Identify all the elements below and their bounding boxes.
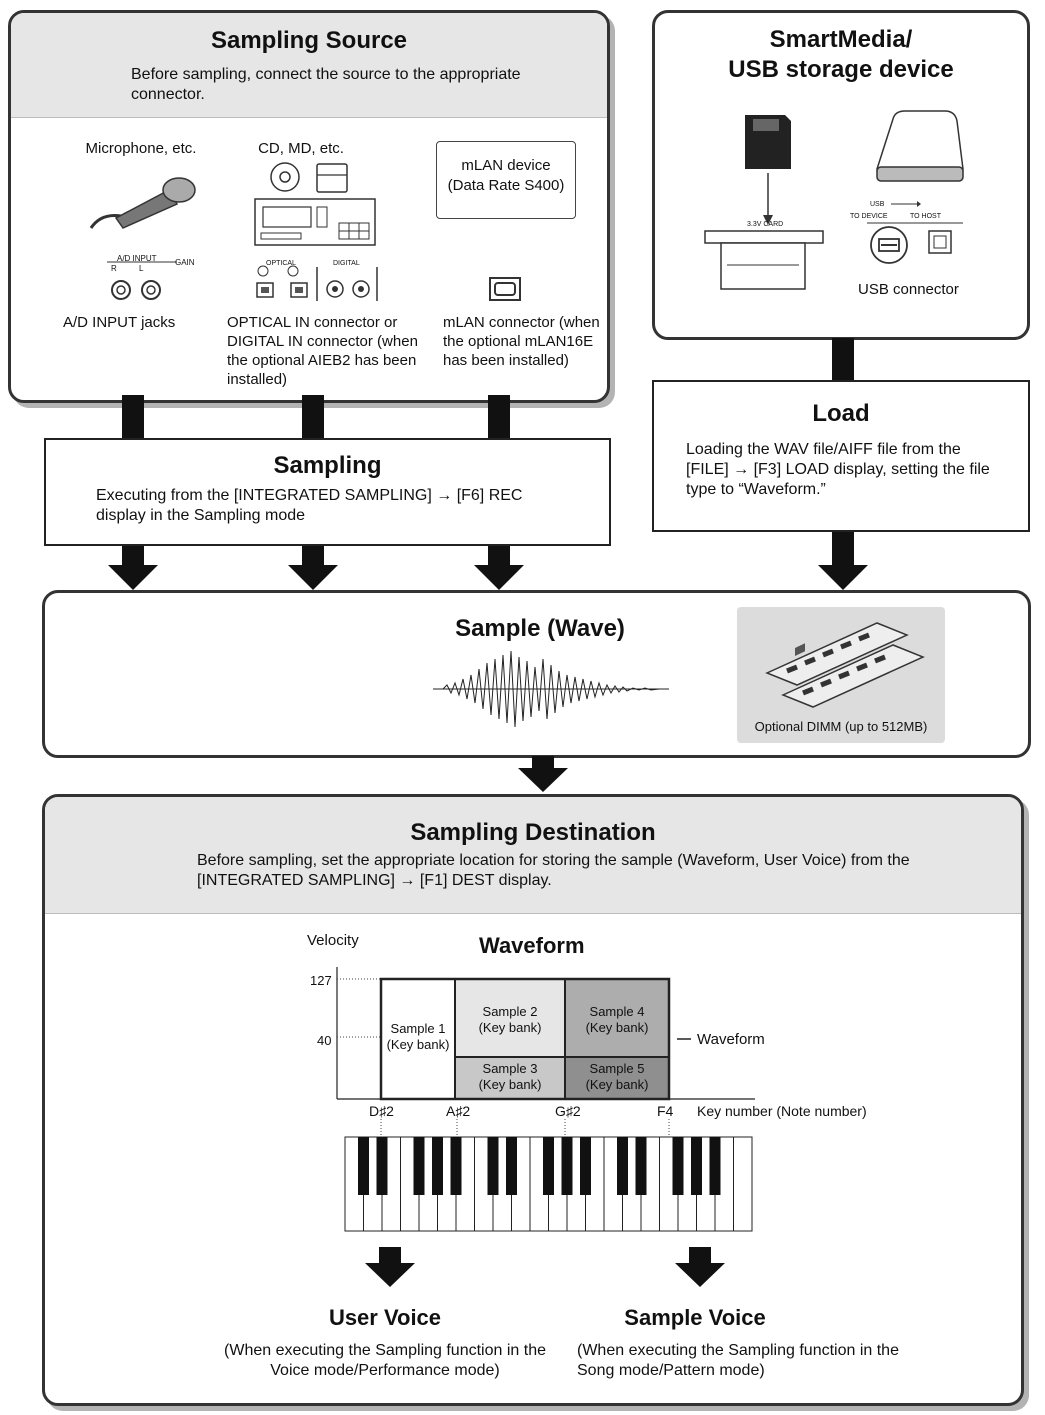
- white-key: [733, 1136, 753, 1232]
- ad-input-jacks-label: A/D INPUT jacks: [63, 314, 176, 331]
- sample-voice-desc: (When executing the Sampling function in…: [577, 1342, 899, 1379]
- key-g-sharp-2: G♯2: [555, 1103, 581, 1119]
- black-key: [635, 1137, 647, 1195]
- mlan-device-box: mLAN device (Data Rate S400): [436, 141, 576, 219]
- sampling-destination-panel: Sampling Destination Before sampling, se…: [42, 794, 1024, 1406]
- black-key: [709, 1137, 721, 1195]
- sampling-to-sample-arrows: [108, 532, 868, 590]
- user-voice-title: User Voice: [328, 1305, 442, 1330]
- black-key: [358, 1137, 369, 1195]
- destination-title: Sampling Destination: [410, 819, 656, 846]
- optical-digital-connector-icon: [256, 265, 378, 301]
- mic-label: Microphone, etc.: [85, 140, 197, 157]
- user-voice-desc: (When executing the Sampling function in…: [224, 1342, 546, 1379]
- key-d-sharp-2: D♯2: [369, 1103, 394, 1119]
- usb-ports-icon: [867, 222, 963, 264]
- storage-load-connector: [832, 338, 854, 382]
- sample-2-label: Sample 2 (Key bank): [478, 1004, 542, 1035]
- user-voice-arrow: [365, 1247, 415, 1287]
- waveform-bracket-label: Waveform: [697, 1031, 765, 1048]
- black-key: [672, 1137, 684, 1195]
- microphone-icon: [89, 177, 196, 229]
- key-f4: F4: [657, 1103, 674, 1119]
- dimm-icon: [765, 622, 925, 708]
- black-key: [376, 1137, 388, 1195]
- black-key: [506, 1137, 517, 1195]
- sampling-title: Sampling: [273, 452, 382, 479]
- cd-md-icon: [254, 162, 376, 246]
- sampling-source-title: Sampling Source: [210, 27, 408, 54]
- load-box: Load Loading the WAV file/AIFF file from…: [652, 380, 1030, 532]
- sample-4-label: Sample 4 (Key bank): [585, 1004, 649, 1035]
- optical-header: OPTICAL: [266, 260, 296, 267]
- sampling-source-header: Sampling Source Before sampling, connect…: [11, 13, 607, 118]
- source-sampling-connector-3: [488, 395, 510, 440]
- black-key: [432, 1137, 443, 1195]
- black-key: [450, 1137, 462, 1195]
- destination-header: Sampling Destination Before sampling, se…: [45, 797, 1021, 914]
- card-slot-label: 3.3V CARD: [747, 221, 784, 228]
- source-sampling-connector-2: [302, 395, 324, 440]
- black-key: [617, 1137, 628, 1195]
- card-arrow-icon: [763, 173, 773, 225]
- smartmedia-card-icon: [745, 115, 791, 169]
- key-a-sharp-2: A♯2: [446, 1103, 471, 1119]
- mlan-connector-desc: mLAN connector (when the optional mLAN16…: [443, 314, 600, 369]
- ad-input-jacks-icon: [107, 261, 177, 300]
- card-slot-icon: [704, 230, 824, 290]
- key-number-label: Key number (Note number): [697, 1103, 867, 1119]
- black-key: [543, 1137, 554, 1195]
- sample-5-label: Sample 5 (Key bank): [585, 1061, 649, 1092]
- sample-wave-title: Sample (Wave): [455, 615, 625, 642]
- sample-wave-panel: Sample (Wave) Optional DIMM (up to 512MB…: [42, 590, 1031, 758]
- velocity-label: Velocity: [307, 932, 359, 949]
- load-title: Load: [812, 400, 870, 427]
- velocity-40-label: 40: [317, 1033, 332, 1048]
- storage-device-title: SmartMedia/ USB storage device: [728, 26, 954, 83]
- black-key: [691, 1137, 702, 1195]
- source-sampling-connector-1: [122, 395, 144, 440]
- usb-storage-device-icon: [876, 110, 964, 182]
- cd-label: CD, MD, etc.: [258, 140, 344, 157]
- waveform-chart-title: Waveform: [479, 933, 585, 958]
- sampling-source-panel: Sampling Source Before sampling, connect…: [8, 10, 610, 403]
- black-key: [580, 1137, 591, 1195]
- sampling-source-desc: Before sampling, connect the source to t…: [131, 66, 521, 103]
- black-key: [487, 1137, 499, 1195]
- sample-voice-title: Sample Voice: [624, 1305, 766, 1330]
- velocity-127-label: 127: [310, 973, 332, 988]
- sample-1-label: Sample 1 (Key bank): [386, 1021, 450, 1052]
- storage-device-panel: SmartMedia/ USB storage device 3.3V CARD…: [652, 10, 1030, 340]
- sample-voice-arrow: [675, 1247, 725, 1287]
- destination-desc: Before sampling, set the appropriate loc…: [197, 852, 910, 889]
- black-key: [413, 1137, 425, 1195]
- sample-3-label: Sample 3 (Key bank): [478, 1061, 542, 1092]
- usb-connector-label: USB connector: [858, 281, 959, 298]
- digital-header: DIGITAL: [333, 260, 360, 267]
- black-key: [561, 1137, 573, 1195]
- key-marker-lines: [380, 1119, 670, 1137]
- load-desc: Loading the WAV file/AIFF file from the …: [686, 441, 990, 498]
- sample-to-destination-arrow: [518, 756, 568, 792]
- waveform-icon: [433, 650, 669, 728]
- mlan-connector-icon: [489, 277, 521, 301]
- keyboard-icon: [344, 1136, 753, 1232]
- sampling-box: Sampling Executing from the [INTEGRATED …: [44, 438, 611, 546]
- sampling-desc: Executing from the [INTEGRATED SAMPLING]…: [96, 487, 523, 524]
- dimm-box: Optional DIMM (up to 512MB): [737, 607, 945, 743]
- usb-symbol-icon: [891, 201, 921, 207]
- optical-digital-desc: OPTICAL IN connector or DIGITAL IN conne…: [227, 314, 418, 388]
- velocity-key-grid: [336, 967, 755, 1101]
- dimm-label: Optional DIMM (up to 512MB): [754, 719, 928, 734]
